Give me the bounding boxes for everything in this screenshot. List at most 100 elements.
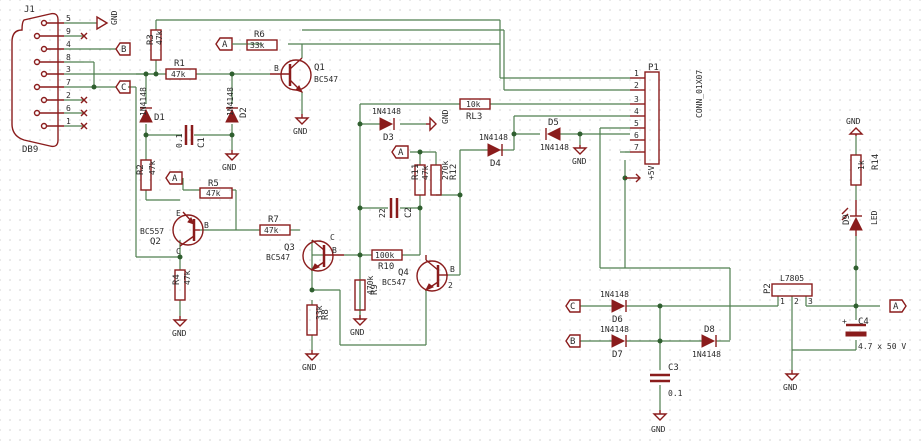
r11-value: 47k bbox=[421, 165, 430, 180]
db9-connector: J1 DB9 5 9 4 8 3 7 2 6 1 bbox=[11, 5, 88, 155]
gnd-label: GND bbox=[222, 163, 237, 172]
d1-ref: D1 bbox=[154, 113, 165, 123]
j1-ref: J1 bbox=[24, 5, 35, 15]
d9-ref: D9 bbox=[842, 214, 852, 225]
transistor-q1: Q1 BC547 B bbox=[270, 57, 338, 93]
pin-letter: B bbox=[204, 221, 209, 230]
q2-ref: Q2 bbox=[150, 237, 161, 247]
r5-value: 47k bbox=[206, 189, 221, 198]
resistor-r1: 47k R1 bbox=[165, 59, 197, 80]
ground-icon: GND bbox=[222, 150, 240, 172]
r10-ref: R10 bbox=[378, 262, 394, 272]
ground-icon: GND bbox=[172, 316, 188, 338]
j1-pin-label: 7 bbox=[66, 78, 71, 87]
diode-d3: 1N4148 D3 bbox=[372, 107, 401, 143]
global-label-b: B bbox=[565, 334, 581, 348]
global-label-a: A bbox=[391, 145, 409, 159]
r7-ref: R7 bbox=[268, 215, 279, 225]
capacitor-c1: 0.1 C1 bbox=[175, 125, 207, 148]
d4-value: 1N4148 bbox=[479, 133, 508, 142]
gnd-label: GND bbox=[110, 10, 119, 25]
c3-ref: C3 bbox=[668, 363, 679, 373]
plus5v-label: +5V bbox=[647, 165, 656, 180]
r8-ref: R8 bbox=[321, 309, 331, 320]
j1-pin-label: 3 bbox=[66, 65, 71, 74]
d5-ref: D5 bbox=[548, 118, 559, 128]
j1-pin-label: 4 bbox=[66, 40, 71, 49]
ground-icon: GND bbox=[846, 117, 864, 136]
transistor-q2: BC557 Q2 E C B bbox=[140, 209, 209, 256]
p1-ref: P1 bbox=[648, 63, 659, 73]
diode-d5: D5 1N4148 bbox=[540, 118, 569, 152]
transistor-q4: Q4 BC547 B 2 bbox=[382, 255, 455, 292]
ground-icon: GND bbox=[96, 10, 119, 31]
q3-ref: Q3 bbox=[284, 243, 295, 253]
global-label-a: A bbox=[215, 37, 247, 51]
gnd-label: GND bbox=[172, 329, 187, 338]
diode-d8: D8 1N4148 bbox=[692, 325, 721, 359]
ground-icon: GND bbox=[651, 410, 668, 434]
j1-pin-label: 5 bbox=[66, 14, 71, 23]
pin-letter: C bbox=[176, 247, 181, 256]
c1-ref: C1 bbox=[197, 137, 207, 148]
p1-pin-label: 5 bbox=[634, 119, 639, 128]
pin-number: 1 bbox=[780, 297, 785, 306]
r14-ref: R14 bbox=[871, 154, 881, 170]
signal-a-text: A bbox=[893, 302, 899, 312]
p1-value: CONN_01X07 bbox=[695, 70, 704, 118]
global-label-c: C bbox=[115, 80, 131, 94]
d7-value: 1N4148 bbox=[600, 325, 629, 334]
ground-icon: GND bbox=[426, 109, 450, 132]
r5-ref: R5 bbox=[208, 179, 219, 189]
global-label-a: A bbox=[889, 299, 907, 313]
d6-value: 1N4148 bbox=[600, 290, 629, 299]
pin-letter: C bbox=[330, 233, 335, 242]
j1-value: DB9 bbox=[22, 145, 38, 155]
gnd-label: GND bbox=[783, 383, 798, 392]
c2-value: 22 bbox=[378, 208, 387, 218]
pin-number: 2 bbox=[794, 297, 799, 306]
resistor-r3: 47k R3 bbox=[146, 29, 164, 61]
pin-letter: B bbox=[332, 246, 337, 255]
signal-b-text: B bbox=[121, 45, 126, 55]
pin-number: 2 bbox=[448, 281, 453, 290]
p1-pin-label: 6 bbox=[634, 131, 639, 140]
d7-ref: D7 bbox=[612, 350, 623, 360]
p1-pin-label: 4 bbox=[634, 107, 639, 116]
no-connect-icon bbox=[80, 32, 88, 130]
d5-value: 1N4148 bbox=[540, 143, 569, 152]
rl3-ref: RL3 bbox=[466, 112, 482, 122]
junctions bbox=[91, 71, 859, 344]
diode-d6: 1N4148 D6 bbox=[600, 290, 629, 325]
ground-icon: GND bbox=[293, 114, 310, 136]
resistor-rl3: 10k RL3 bbox=[459, 98, 491, 122]
diode-d4: 1N4148 D4 bbox=[479, 133, 508, 169]
j1-pin-label: 2 bbox=[66, 91, 71, 100]
gnd-label: GND bbox=[293, 127, 308, 136]
q4-value: BC547 bbox=[382, 278, 406, 287]
d8-ref: D8 bbox=[704, 325, 715, 335]
resistor-r11: 47k R11 bbox=[411, 164, 430, 196]
r10-value: 100k bbox=[375, 251, 394, 260]
r12-ref: R12 bbox=[449, 164, 459, 180]
d1-value: 1N4148 bbox=[139, 87, 148, 116]
d3-value: 1N4148 bbox=[372, 107, 401, 116]
global-label-b: B bbox=[115, 42, 131, 56]
pin-letter: B bbox=[450, 265, 455, 274]
plus5v-icon: +5V bbox=[625, 165, 656, 183]
ground-icon: GND bbox=[350, 315, 368, 337]
r7-value: 47k bbox=[264, 226, 279, 235]
regulator-ref: P2 bbox=[763, 283, 773, 294]
gnd-label: GND bbox=[651, 425, 666, 434]
r1-value: 47k bbox=[171, 70, 186, 79]
regulator-l7805: L7805 P2 1 2 3 bbox=[763, 274, 813, 306]
q2-value: BC557 bbox=[140, 227, 164, 236]
q4-ref: Q4 bbox=[398, 268, 409, 278]
svg-text:+: + bbox=[842, 317, 847, 326]
d2-ref: D2 bbox=[239, 107, 249, 118]
p1-pin-label: 7 bbox=[634, 143, 639, 152]
gnd-label: GND bbox=[441, 109, 450, 124]
gnd-label: GND bbox=[846, 117, 861, 126]
